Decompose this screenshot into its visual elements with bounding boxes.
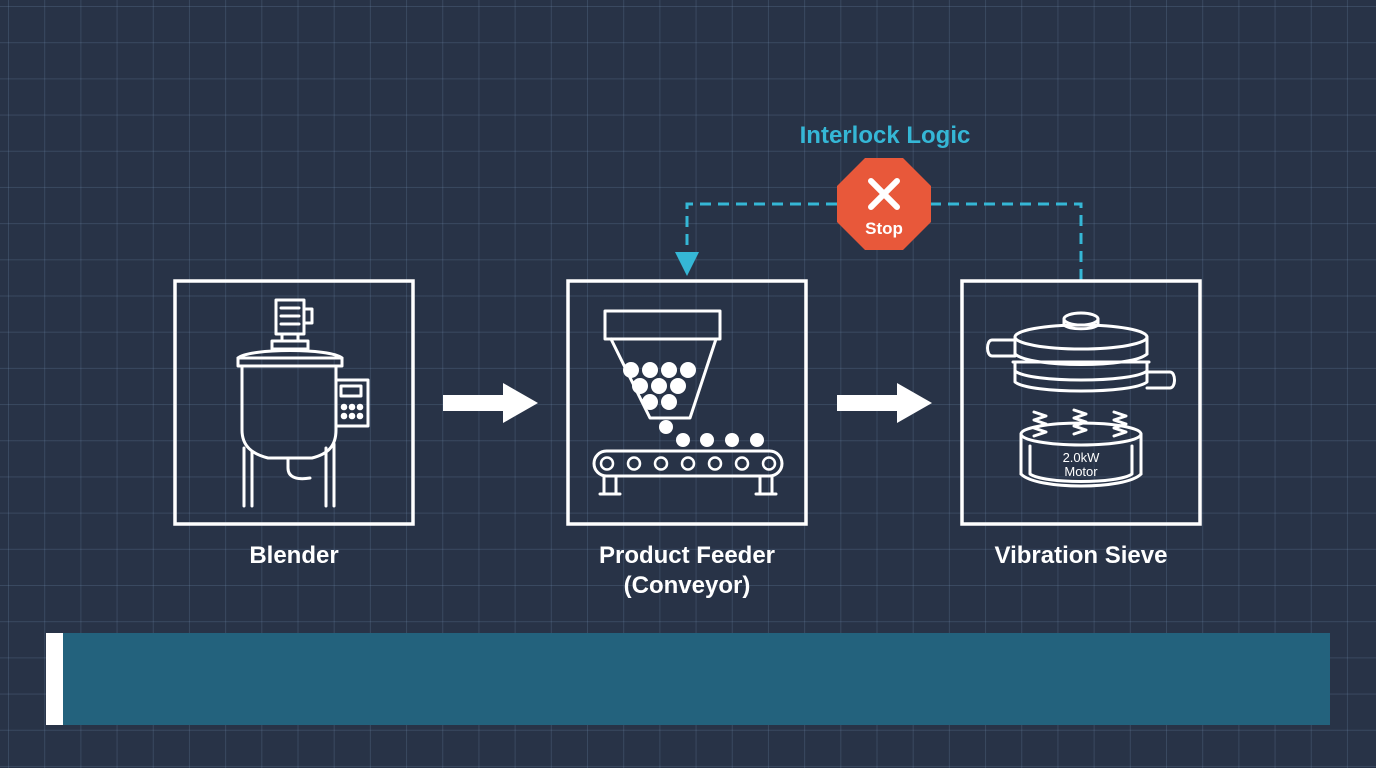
stage-label-text: Vibration Sieve	[994, 542, 1168, 569]
stage-label-sieve: Vibration Sieve	[956, 541, 1206, 571]
motor-label: Motor	[1064, 464, 1098, 479]
flow-arrow-icon	[837, 383, 932, 423]
interlock-arrowhead-icon	[675, 252, 699, 276]
stop-label: Stop	[865, 219, 903, 238]
product-pieces	[623, 362, 764, 447]
stage-box-feeder	[566, 279, 808, 526]
stage-label-line2: (Conveyor)	[623, 572, 751, 599]
stage-label-feeder: Product Feeder (Conveyor)	[568, 541, 806, 601]
stop-sign-icon: Stop	[837, 158, 931, 250]
stage-label-text: Blender	[249, 542, 339, 569]
motor-rating: 2.0kW	[1063, 450, 1101, 465]
stage-box-sieve	[960, 279, 1202, 526]
stage-box-blender	[173, 279, 415, 526]
interlock-title: Interlock Logic	[799, 122, 971, 149]
conveyor-rollers	[599, 456, 777, 471]
hopper-conveyor-icon	[592, 309, 784, 496]
close-icon	[868, 178, 900, 210]
mixing-tank-icon	[236, 298, 370, 508]
interlock-connector	[685, 202, 1083, 280]
vibration-sieve-icon	[986, 311, 1176, 488]
stage-label-blender: Blender	[194, 541, 394, 571]
footer-bar	[46, 633, 1330, 725]
flow-arrow-icon	[443, 383, 538, 423]
footer-accent	[46, 633, 63, 725]
stage-label-line1: Product Feeder	[598, 542, 776, 569]
